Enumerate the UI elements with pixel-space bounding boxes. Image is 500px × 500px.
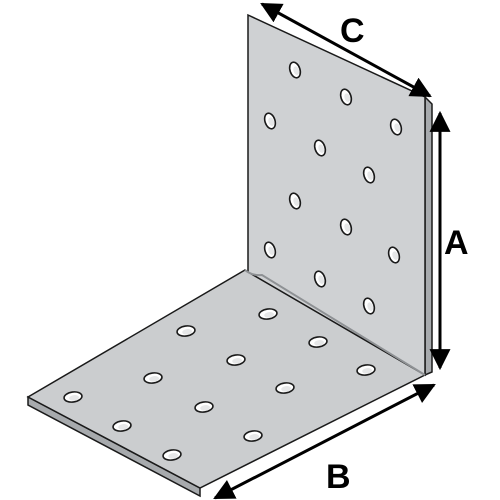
mounting-hole-shade: [293, 197, 300, 206]
mounting-hole-shade: [344, 223, 351, 232]
mounting-hole-shade: [318, 144, 325, 153]
bend-line: [244, 269, 426, 376]
mounting-hole-shade: [268, 117, 275, 126]
mounting-hole-shade: [394, 123, 401, 132]
dimension-b-label: B: [326, 458, 351, 496]
dimension-c-label: C: [340, 12, 365, 50]
mounting-hole-shade: [182, 329, 193, 335]
dimension-b-arrow: [213, 383, 436, 500]
mounting-hole-shade: [268, 246, 275, 255]
mounting-hole-shade: [200, 405, 211, 411]
mounting-hole-shade: [318, 275, 325, 284]
mounting-hole-shade: [367, 302, 374, 311]
dimension-a-label: A: [444, 224, 469, 262]
mounting-hole-shade: [367, 171, 374, 180]
mounting-hole-shade: [392, 251, 399, 260]
dimension-c-arrow: [260, 2, 432, 98]
mounting-hole-shade: [69, 395, 80, 401]
mounting-hole-shade: [149, 376, 160, 382]
angle-bracket: [26, 13, 433, 498]
mounting-hole-shade: [232, 358, 243, 364]
mounting-hole-shade: [264, 312, 275, 318]
mounting-hole-shade: [314, 340, 325, 346]
mounting-hole-shade: [362, 368, 373, 374]
mounting-hole-shade: [168, 453, 179, 459]
vertical-flange-edge: [424, 95, 433, 377]
mounting-hole-shade: [118, 424, 129, 430]
